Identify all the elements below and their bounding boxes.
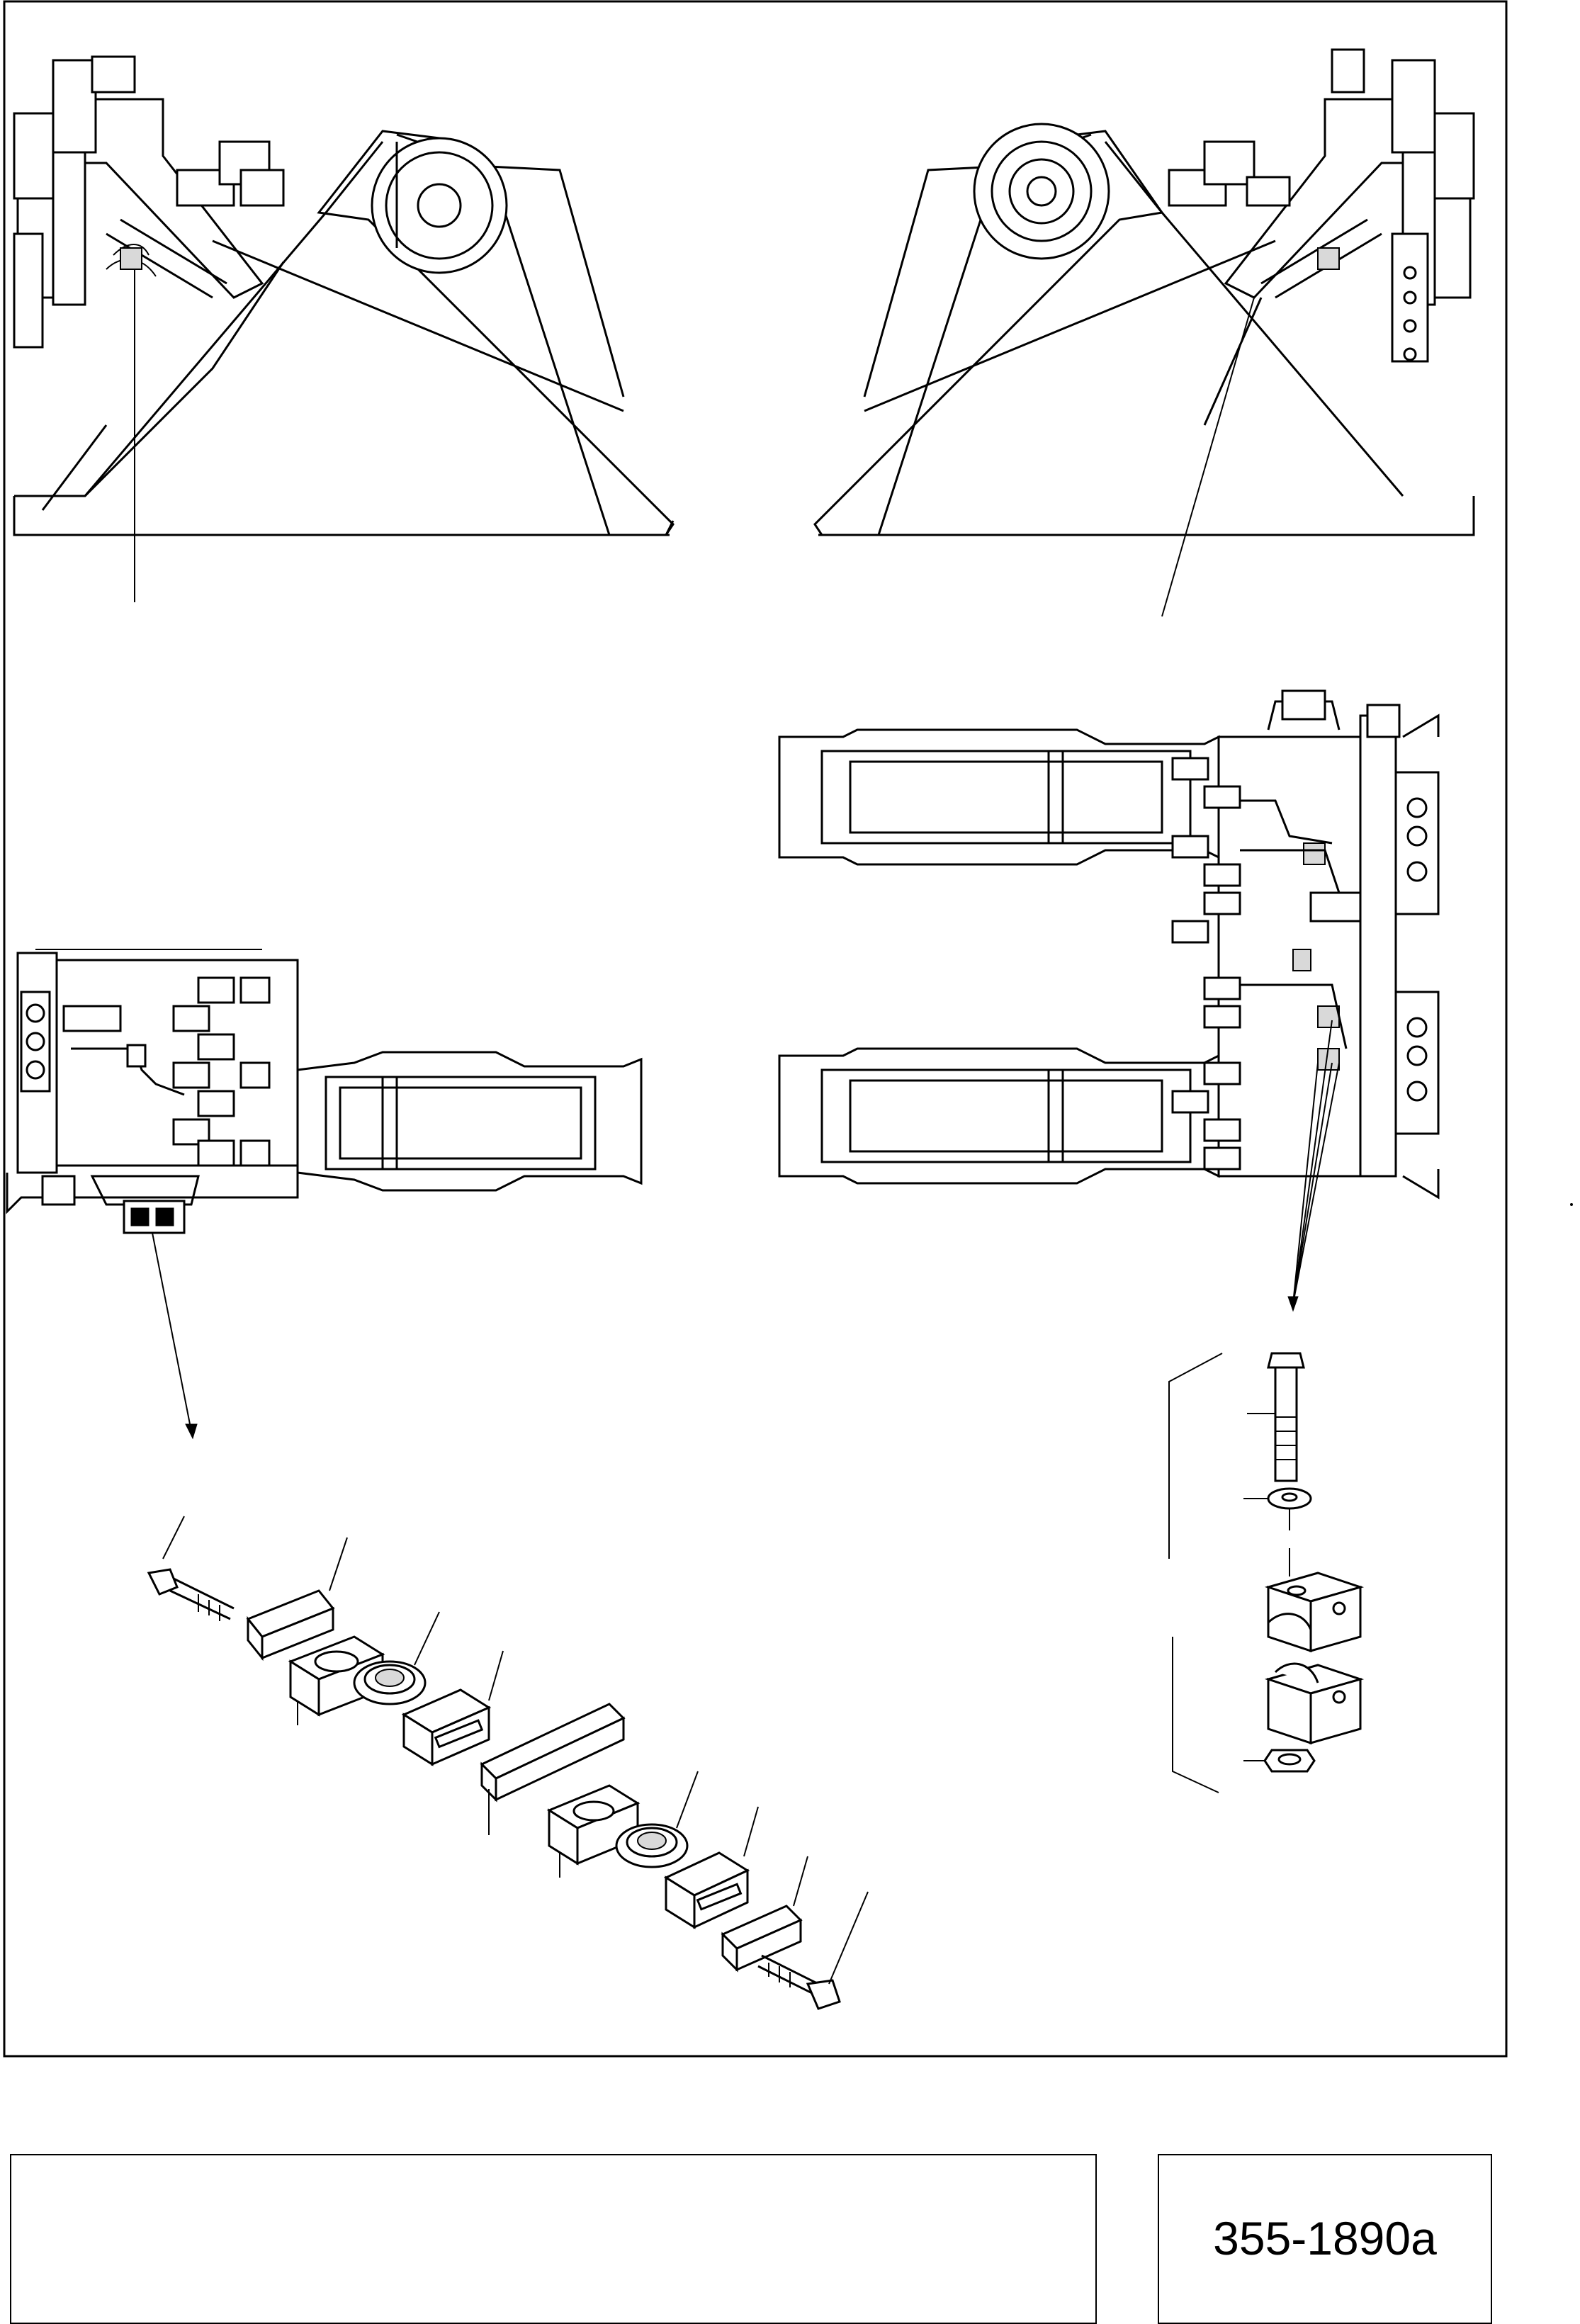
exploded-view-right (1168, 1352, 1365, 1793)
exploded-view-left (147, 1516, 869, 2010)
drawing-frame (3, 0, 1508, 2058)
title-block-right (1158, 2154, 1492, 2324)
vertical-bolt (1247, 1352, 1305, 1482)
side-view-right (813, 48, 1475, 617)
top-view-left (6, 949, 643, 1440)
title-block-left (10, 2154, 1097, 2324)
clamp-half-lower-left (546, 1784, 641, 1878)
hex-nut (1243, 1749, 1316, 1773)
bushing-upper (353, 1611, 440, 1705)
plate-upper (246, 1537, 348, 1662)
top-view-right (778, 689, 1440, 1312)
clamp-half-lower-right (663, 1806, 759, 1929)
washer (1243, 1487, 1312, 1530)
clamp-half-upper-right (401, 1650, 504, 1766)
document-number: 355-1890a (1213, 2212, 1437, 2264)
bushing-lower (615, 1771, 699, 1868)
bolt-upper (147, 1516, 235, 1621)
long-plate (480, 1703, 626, 1835)
side-view-left (13, 55, 675, 602)
clamp-upper-block (1264, 1548, 1365, 1653)
bolt-lower (757, 1891, 869, 2010)
plate-lower (721, 1856, 808, 1973)
clamp-lower-block (1264, 1662, 1365, 1745)
stray-mark (1570, 1203, 1573, 1206)
